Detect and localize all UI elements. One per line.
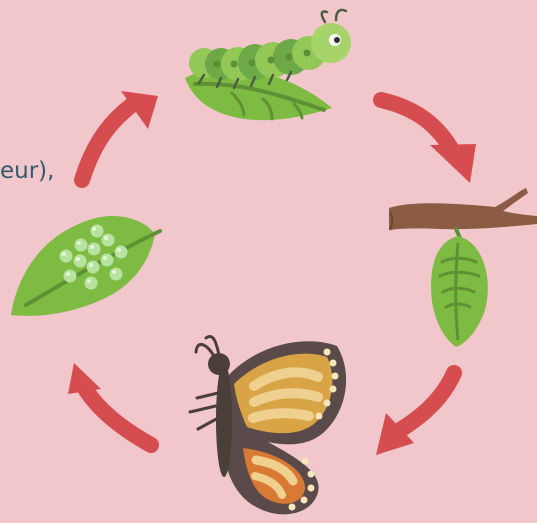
egg xyxy=(110,268,123,281)
egg xyxy=(101,254,114,267)
egg xyxy=(88,243,101,256)
partial-caption-text: eur), xyxy=(0,160,54,183)
egg xyxy=(74,255,87,268)
egg xyxy=(102,234,115,247)
egg xyxy=(85,277,98,290)
egg xyxy=(60,250,73,263)
egg xyxy=(87,261,100,274)
egg xyxy=(64,270,77,283)
egg xyxy=(115,246,128,259)
egg xyxy=(75,239,88,252)
egg xyxy=(91,225,104,238)
